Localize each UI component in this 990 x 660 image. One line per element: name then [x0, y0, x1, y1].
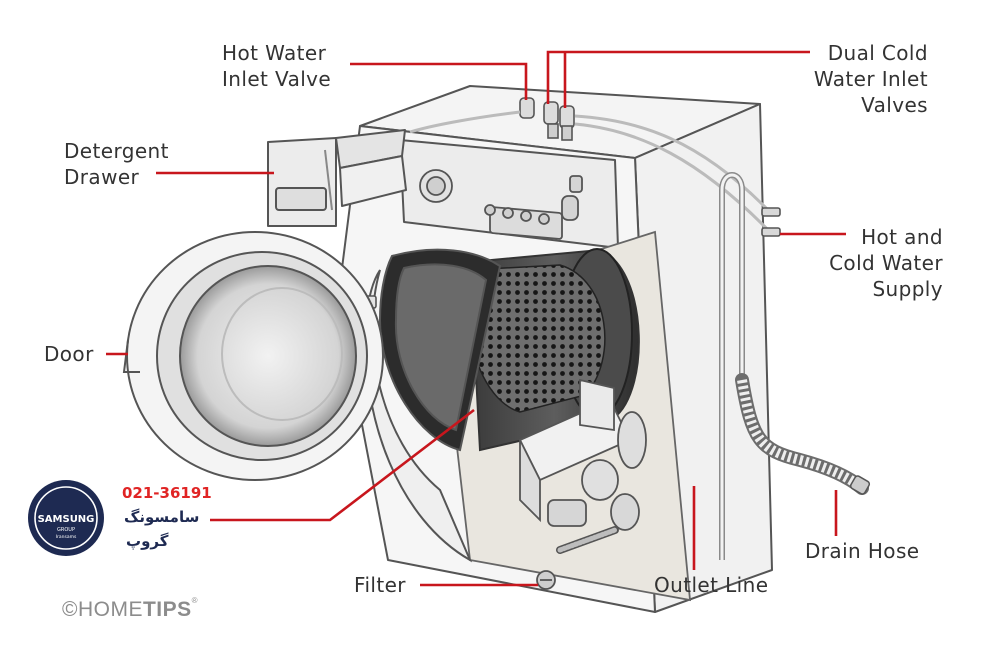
label-detergent-drawer: Detergent Drawer	[64, 139, 169, 189]
label-dual-cold-water-inlet-valves: Dual Cold Water Inlet Valves	[813, 41, 928, 117]
brand-tips: TIPS	[142, 598, 192, 621]
leader-drum-filter	[210, 408, 475, 522]
water-supply-connectors	[761, 207, 781, 237]
label-hot-water-inlet-valve: Hot Water Inlet Valve	[222, 41, 332, 91]
copyright-symbol: ©	[62, 598, 78, 621]
label-drain-hose: Drain Hose	[805, 539, 920, 563]
hometips-credit: ©HOMETIPS®	[62, 596, 199, 622]
logo-sub-group: GROUP	[57, 527, 75, 533]
persian-brand-line2: گروپ	[126, 532, 169, 550]
registered-mark: ®	[191, 596, 199, 605]
brand-home: HOME	[77, 598, 143, 621]
detergent-drawer	[267, 129, 407, 227]
panel-controls	[419, 169, 583, 240]
drain-hose	[735, 373, 871, 495]
logo-text: SAMSUNG	[38, 514, 95, 525]
phone-number: 021-36191	[122, 484, 212, 502]
label-door: Door	[44, 342, 94, 366]
logo-sub-site: Iransams	[56, 534, 77, 540]
pump-assembly	[518, 378, 647, 590]
door-opening	[364, 248, 502, 563]
samsung-group-logo: SAMSUNG GROUP Iransams	[28, 480, 104, 556]
label-filter: Filter	[354, 573, 406, 597]
door	[122, 231, 384, 481]
label-outlet-line: Outlet Line	[654, 573, 769, 597]
leader-lines	[106, 50, 846, 587]
label-hot-and-cold-water-supply: Hot and Cold Water Supply	[829, 225, 943, 301]
leader-dual-cold-water-inlet-valves	[546, 50, 810, 104]
leader-hot-water-inlet-valve	[350, 62, 528, 100]
persian-brand-line1: سامسونگ	[124, 508, 200, 526]
